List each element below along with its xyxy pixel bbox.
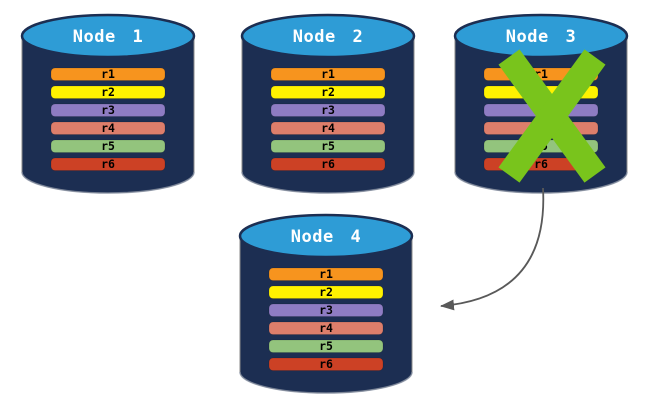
node-title: Node 2 <box>293 27 363 47</box>
arrow-curve <box>440 187 545 311</box>
row-label: r6 <box>101 157 115 171</box>
row-label: r1 <box>321 67 335 81</box>
row-r5 <box>270 139 386 153</box>
row-r2 <box>270 85 386 99</box>
row-label: r6 <box>319 357 333 371</box>
row-label: r2 <box>319 285 333 299</box>
failure-x-icon <box>498 49 606 183</box>
row-label: r2 <box>321 85 335 99</box>
node-2: Node 2 r1 r2 r3 r4 r5 r6 <box>238 13 418 197</box>
cylinder-bottom-rim <box>241 171 415 194</box>
node-3: Node 3 r1 r2 r3 r4 r5 r6 <box>451 13 631 197</box>
row-label: r3 <box>319 303 333 317</box>
cylinder-bottom-rim <box>239 371 413 394</box>
row-label: r6 <box>534 157 548 171</box>
row-label: r5 <box>101 139 115 153</box>
cylinder-top <box>453 13 629 59</box>
row-r1 <box>50 67 166 81</box>
row-label: r4 <box>319 321 333 335</box>
row-list: r1 r2 r3 r4 r5 r6 <box>50 67 166 171</box>
row-label: r2 <box>101 85 115 99</box>
row-r4 <box>270 121 386 135</box>
row-r5 <box>268 339 384 353</box>
row-r6 <box>50 157 166 171</box>
row-r1 <box>268 267 384 281</box>
cylinder-bottom-rim <box>21 171 195 194</box>
node-4: Node 4 r1 r2 r3 r4 r5 r6 <box>236 213 416 397</box>
node-1: Node 1 r1 r2 r3 r4 r5 r6 <box>18 13 198 197</box>
row-label: r5 <box>319 339 333 353</box>
row-r6 <box>268 357 384 371</box>
row-r4 <box>50 121 166 135</box>
row-label: r1 <box>319 267 333 281</box>
row-r4 <box>268 321 384 335</box>
x-stroke <box>498 49 606 183</box>
node-title: Node 3 <box>506 27 576 47</box>
row-r3 <box>50 103 166 117</box>
node-title: Node 4 <box>291 227 361 247</box>
node-title: Node 1 <box>73 27 143 47</box>
cylinder-top <box>238 213 414 259</box>
row-label: r4 <box>101 121 115 135</box>
row-r6 <box>270 157 386 171</box>
row-label: r5 <box>321 139 335 153</box>
row-r1 <box>270 67 386 81</box>
row-r3 <box>268 303 384 317</box>
cylinder-top <box>240 13 416 59</box>
row-list: r1 r2 r3 r4 r5 r6 <box>268 267 384 371</box>
cylinder-top <box>20 13 196 59</box>
row-r2 <box>268 285 384 299</box>
row-label: r3 <box>101 103 115 117</box>
row-label: r1 <box>101 67 115 81</box>
row-label: r6 <box>321 157 335 171</box>
row-list: r1 r2 r3 r4 r5 r6 <box>270 67 386 171</box>
row-r2 <box>50 85 166 99</box>
row-label: r4 <box>321 121 335 135</box>
row-label: r3 <box>321 103 335 117</box>
row-r3 <box>270 103 386 117</box>
row-r5 <box>50 139 166 153</box>
